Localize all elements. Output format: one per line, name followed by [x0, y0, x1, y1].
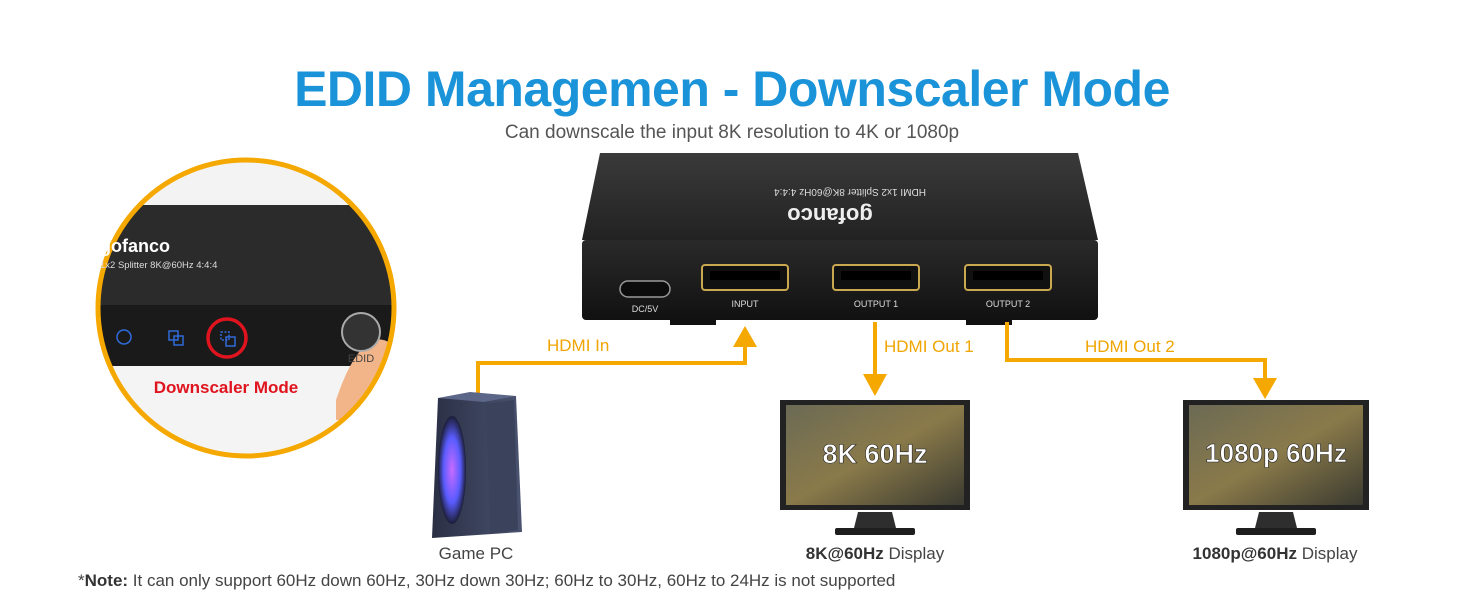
display-8k — [780, 400, 970, 535]
display-1080p-screen — [1189, 405, 1363, 505]
copy-mode-icon — [168, 330, 184, 346]
game-pc — [432, 392, 522, 538]
note-prefix: * — [78, 571, 85, 590]
downscaler-highlight-ring — [206, 317, 248, 359]
hdmi-out1-arrow — [863, 374, 887, 396]
display-1080p-overlay: 1080p 60Hz — [1205, 438, 1347, 468]
display-8k-overlay: 8K 60Hz — [822, 439, 927, 469]
hdmi-in-label: HDMI In — [547, 336, 610, 355]
hdmi-in-line — [476, 345, 747, 400]
splitter-device: HDMI 1x2 Splitter 8K@60Hz 4:4:4 gofanco … — [582, 153, 1098, 325]
mode-icon-a — [116, 329, 132, 345]
zoom-brand-text: gofanco — [100, 236, 170, 256]
note-bold: Note: — [84, 571, 129, 590]
hdmi-in-arrow — [733, 326, 757, 347]
connection-lines — [476, 322, 1267, 400]
note-text: It can only support 60Hz down 60Hz, 30Hz… — [128, 571, 896, 590]
display-1080p-caption: 1080p@60Hz Display — [1160, 544, 1390, 564]
device-brand-text: gofanco — [787, 203, 873, 228]
zoom-border — [95, 157, 397, 459]
hdmi-out2-arrow — [1253, 378, 1277, 399]
device-top — [582, 153, 1098, 240]
display-1080p — [1183, 400, 1369, 535]
downscaler-mode-icon — [220, 331, 236, 347]
downscaler-mode-label: Downscaler Mode — [154, 378, 299, 397]
display-1080p-caption-bold: 1080p@60Hz — [1192, 544, 1297, 563]
pc-caption: Game PC — [438, 544, 514, 563]
output2-port-label: OUTPUT 2 — [986, 299, 1030, 309]
page-subtitle: Can downscale the input 8K resolution to… — [504, 122, 960, 143]
device-model-text: HDMI 1x2 Splitter 8K@60Hz 4:4:4 — [774, 186, 926, 197]
zoom-model-text: 1x2 Splitter 8K@60Hz 4:4:4 — [100, 260, 217, 271]
hdmi-out1-label: HDMI Out 1 — [884, 337, 974, 356]
hdmi-input-port — [701, 264, 789, 291]
input-port-label: INPUT — [732, 299, 760, 309]
footer-note: *Note: It can only support 60Hz down 60H… — [78, 571, 895, 591]
pc-glow — [438, 416, 466, 524]
hdmi-output2-port — [964, 264, 1052, 291]
hdmi-out2-line — [1005, 322, 1267, 382]
display-8k-caption-rest: Display — [883, 544, 945, 563]
hdmi-out2-label: HDMI Out 2 — [1085, 337, 1175, 356]
usb-c-port — [619, 280, 671, 298]
zoom-inset — [95, 157, 397, 459]
display-8k-screen — [786, 405, 964, 505]
power-port-label: DC/5V — [632, 304, 659, 314]
display-8k-caption: 8K@60Hz Display — [770, 544, 980, 564]
display-8k-caption-bold: 8K@60Hz — [805, 544, 884, 563]
hdmi-output1-port — [832, 264, 920, 291]
display-1080p-caption-rest: Display — [1297, 544, 1358, 563]
page-title: EDID Managemen - Downscaler Mode — [294, 61, 1170, 117]
output1-port-label: OUTPUT 1 — [854, 299, 898, 309]
edid-button-label: EDID — [348, 353, 374, 365]
edid-button — [341, 312, 381, 352]
